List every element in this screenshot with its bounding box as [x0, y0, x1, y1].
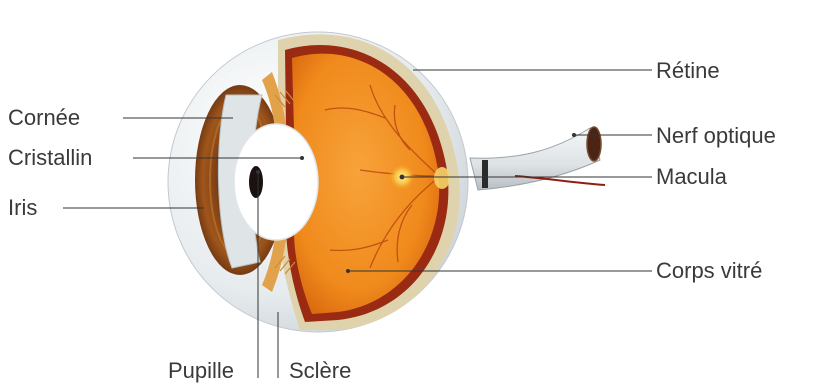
label-iris: Iris — [8, 197, 37, 219]
label-retine: Rétine — [656, 60, 720, 82]
label-pupille: Pupille — [168, 360, 234, 382]
label-corps-vitre: Corps vitré — [656, 260, 762, 282]
pupil — [249, 166, 263, 198]
label-sclere: Sclère — [289, 360, 351, 382]
lens — [234, 124, 318, 240]
optic-nerve — [470, 127, 605, 190]
label-macula: Macula — [656, 166, 727, 188]
label-nerf-optique: Nerf optique — [656, 125, 776, 147]
label-cristallin: Cristallin — [8, 147, 92, 169]
label-cornee: Cornée — [8, 107, 80, 129]
